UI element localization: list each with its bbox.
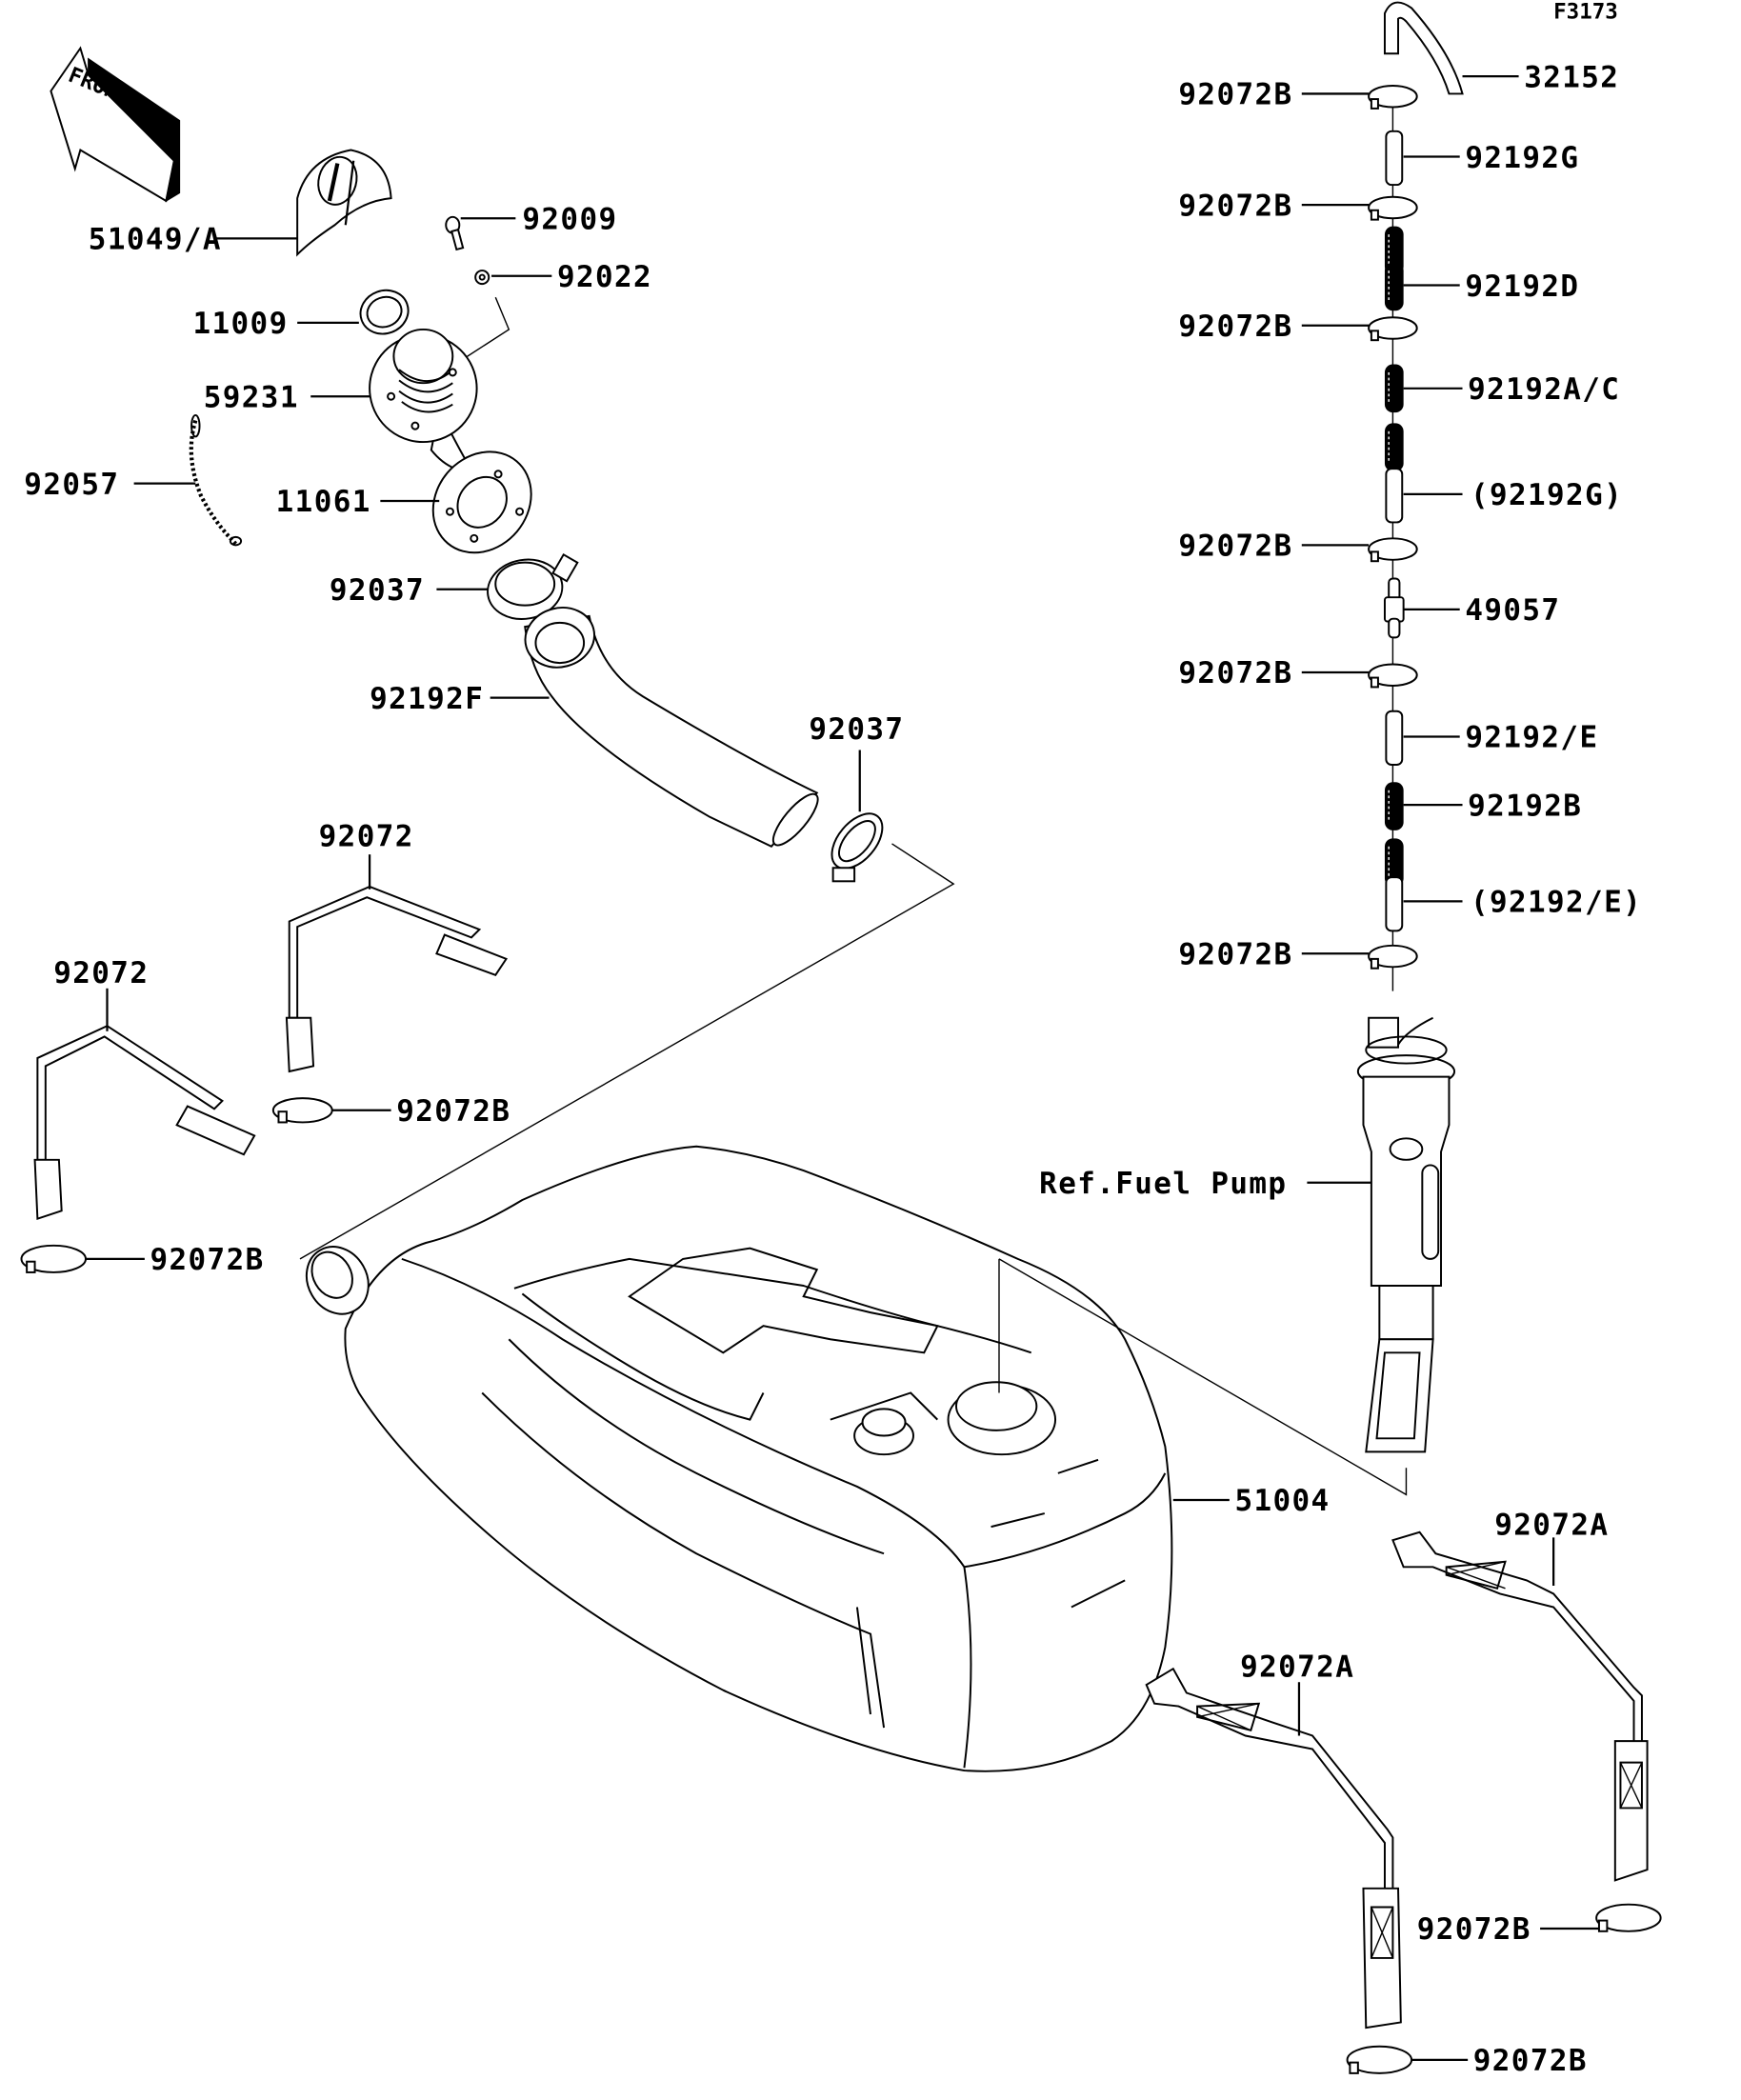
part-label-fuel-pump[interactable]: Ref.Fuel Pump: [1039, 1167, 1287, 1201]
figure-code: F3173: [1553, 0, 1618, 25]
part-label-92072-upper[interactable]: 92072: [319, 820, 414, 854]
band-clip-3[interactable]: [1368, 316, 1418, 342]
part-label-92072-lower[interactable]: 92072: [53, 956, 149, 990]
tank-band-right-1[interactable]: [1391, 1530, 1649, 1882]
part-label-59231[interactable]: 59231: [204, 380, 299, 414]
part-label-92072b-right-2[interactable]: 92072B: [1473, 2044, 1588, 2078]
part-label-92072b-right-1[interactable]: 92072B: [1417, 1912, 1531, 1947]
part-label-51004[interactable]: 51004: [1234, 1484, 1330, 1518]
gasket-plate[interactable]: [412, 432, 551, 573]
band-clip-left-2[interactable]: [20, 1244, 87, 1273]
hose-92192b[interactable]: [1384, 781, 1405, 831]
hose-clamp-upper[interactable]: [483, 552, 579, 625]
fuel-cap[interactable]: [296, 149, 392, 257]
part-label-92037-upper[interactable]: 92037: [330, 573, 425, 608]
fuel-tank[interactable]: [294, 1145, 1173, 1772]
part-label-92072b-6[interactable]: 92072B: [1178, 937, 1292, 971]
part-label-92192e-ref[interactable]: (92192/E): [1471, 886, 1642, 920]
part-label-92192f[interactable]: 92192F: [370, 682, 484, 716]
hose-92192d[interactable]: [1384, 261, 1405, 311]
filler-neck[interactable]: [350, 315, 497, 472]
part-label-92037-lower[interactable]: 92037: [809, 712, 904, 747]
part-label-92192b[interactable]: 92192B: [1468, 789, 1582, 823]
screw[interactable]: [445, 215, 465, 251]
part-label-92009[interactable]: 92009: [522, 202, 617, 236]
band-clip-left-1[interactable]: [271, 1097, 333, 1124]
front-arrow-icon: FRONT: [50, 46, 181, 203]
band-clip-4[interactable]: [1368, 537, 1418, 563]
band-clip-right-2[interactable]: [1346, 2045, 1413, 2074]
tank-band-lower[interactable]: [33, 1025, 256, 1221]
band-clip-1[interactable]: [1368, 85, 1418, 110]
hose-92192e[interactable]: [1385, 710, 1404, 766]
band-clip-2[interactable]: [1368, 195, 1418, 221]
part-label-49057[interactable]: 49057: [1465, 593, 1560, 628]
part-label-92072a-2[interactable]: 92072A: [1240, 1650, 1354, 1685]
band-clip-6[interactable]: [1368, 944, 1418, 970]
tank-band-right-2[interactable]: [1145, 1667, 1402, 2030]
part-label-92072b-left-1[interactable]: 92072B: [396, 1094, 510, 1129]
part-label-92072b-5[interactable]: 92072B: [1178, 656, 1292, 690]
part-label-32152[interactable]: 32152: [1524, 60, 1619, 94]
hose-92192g-ref[interactable]: [1385, 468, 1404, 524]
part-label-92072b-left-2[interactable]: 92072B: [150, 1243, 264, 1277]
breather-pipe[interactable]: [1383, 1, 1464, 95]
assembly-line: [299, 843, 955, 1260]
part-label-92072b-4[interactable]: 92072B: [1178, 530, 1292, 564]
part-label-92057[interactable]: 92057: [24, 468, 119, 502]
retaining-chain[interactable]: [189, 413, 243, 547]
part-label-92192g-ref[interactable]: (92192G): [1471, 478, 1623, 512]
hose-joint[interactable]: [1383, 577, 1405, 639]
gasket-ring[interactable]: [354, 284, 414, 341]
leader-line: [463, 296, 510, 360]
band-clip-5[interactable]: [1368, 663, 1418, 689]
tank-band-upper[interactable]: [285, 885, 509, 1073]
part-label-92072b-3[interactable]: 92072B: [1178, 310, 1292, 344]
filler-hose[interactable]: [518, 600, 824, 851]
part-label-11061[interactable]: 11061: [276, 485, 371, 519]
part-label-92072a-1[interactable]: 92072A: [1494, 1509, 1609, 1543]
part-label-92192g[interactable]: 92192G: [1465, 141, 1579, 175]
band-clip-right-1[interactable]: [1595, 1903, 1662, 1932]
part-label-11009[interactable]: 11009: [192, 307, 288, 341]
part-label-92192d[interactable]: 92192D: [1465, 270, 1579, 304]
nut[interactable]: [474, 270, 490, 286]
hose-92192ac[interactable]: [1384, 363, 1405, 413]
part-label-92192e[interactable]: 92192/E: [1465, 721, 1598, 755]
fuel-pump[interactable]: [1356, 1016, 1456, 1453]
hose-92192g[interactable]: [1385, 130, 1404, 187]
assembly-line: [998, 1258, 1408, 1496]
part-label-92192ac[interactable]: 92192A/C: [1468, 372, 1620, 407]
part-label-51049a[interactable]: 51049/A: [89, 223, 222, 257]
part-label-92072b-1[interactable]: 92072B: [1178, 78, 1292, 112]
hose-clamp-lower[interactable]: [822, 805, 892, 883]
part-label-92072b-2[interactable]: 92072B: [1178, 189, 1292, 223]
hose-92192e-ref[interactable]: [1385, 876, 1404, 932]
hose-spring-lower[interactable]: [1384, 422, 1405, 472]
part-label-92022[interactable]: 92022: [557, 260, 652, 294]
